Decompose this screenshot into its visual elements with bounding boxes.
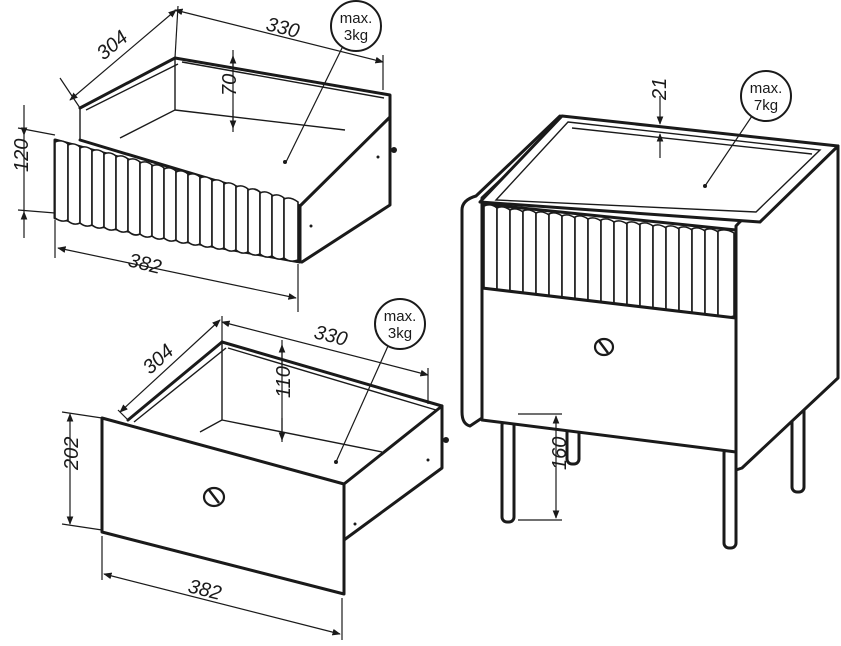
- top-drawer-load-line1: max.: [340, 10, 373, 27]
- bottom-drawer-width-label: 382: [186, 575, 224, 604]
- nightstand-leg-front-right: [722, 446, 738, 550]
- top-drawer-inner-width-label: 330: [264, 13, 302, 42]
- bottom-drawer: 304 330 110 202 382 max. 3kg: [61, 298, 449, 640]
- nightstand-load-line1: max.: [750, 80, 783, 97]
- top-drawer-height-label: 120: [11, 139, 33, 172]
- bottom-drawer-height-label: 202: [61, 437, 83, 471]
- top-drawer-load-line2: 3kg: [344, 27, 368, 44]
- top-drawer: 304 330 70 120 382 max. 3kg: [11, 0, 397, 312]
- top-drawer-flutes: [54, 140, 299, 262]
- top-drawer-depth-label: 304: [93, 26, 133, 64]
- bottom-drawer-depth-label: 304: [139, 340, 179, 379]
- nightstand-top-rim-label: 21: [649, 78, 671, 101]
- bottom-drawer-inner-height-label: 110: [273, 366, 295, 398]
- nightstand-leg-front-left: [500, 418, 516, 524]
- bottom-drawer-load-line1: max.: [384, 308, 417, 325]
- bottom-drawer-knob: [202, 486, 226, 508]
- nightstand: 21 160 max. 7kg: [460, 70, 840, 550]
- top-drawer-width-label: 382: [126, 249, 164, 278]
- nightstand-leg-height-label: 160: [549, 437, 571, 470]
- top-drawer-inner-height-label: 70: [219, 74, 241, 96]
- nightstand-load-line2: 7kg: [754, 97, 778, 114]
- bottom-drawer-load-line2: 3kg: [388, 325, 412, 342]
- nightstand-knob: [593, 337, 615, 357]
